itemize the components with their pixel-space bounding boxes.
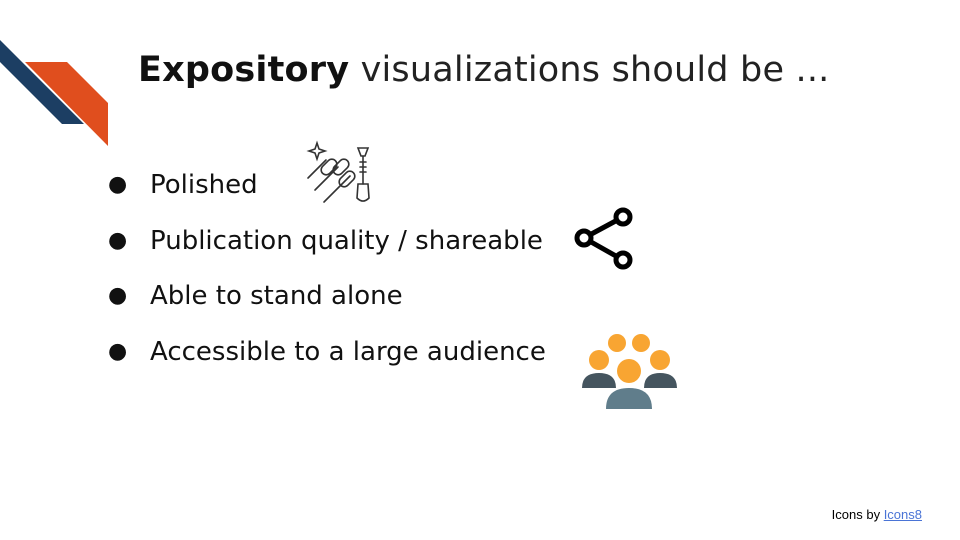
bullet-text: Accessible to a large audience (150, 336, 546, 367)
bullet-text: Able to stand alone (150, 281, 403, 311)
bullet-dot: ● (108, 172, 128, 197)
nail-polish-icon (306, 140, 370, 203)
bullet-item: ● Polished (108, 165, 546, 221)
bullet-text: Polished (150, 170, 258, 200)
bullet-item: ● Able to stand alone (108, 276, 546, 332)
corner-stripes-decoration (0, 40, 108, 146)
bullet-dot: ● (108, 338, 128, 364)
bullet-item: ● Publication quality / shareable (108, 221, 546, 277)
bullet-text: Publication quality / shareable (150, 225, 543, 256)
bullet-dot: ● (108, 283, 128, 308)
credit-prefix: Icons by (831, 507, 884, 522)
bullet-item: ● Accessible to a large audience (108, 332, 546, 388)
icons-credit: Icons by Icons8 (832, 507, 922, 522)
title-rest: visualizations should be ... (349, 50, 830, 90)
bullet-list: ● Polished ● Publication quality / shareab… (108, 165, 546, 387)
icons8-link[interactable]: Icons8 (883, 507, 922, 522)
title-bold: Expository (138, 50, 350, 90)
group-icon (582, 334, 677, 409)
slide-title: Expository visualizations should be ... (138, 50, 830, 90)
share-icon (574, 207, 633, 270)
bullet-dot: ● (108, 227, 128, 253)
